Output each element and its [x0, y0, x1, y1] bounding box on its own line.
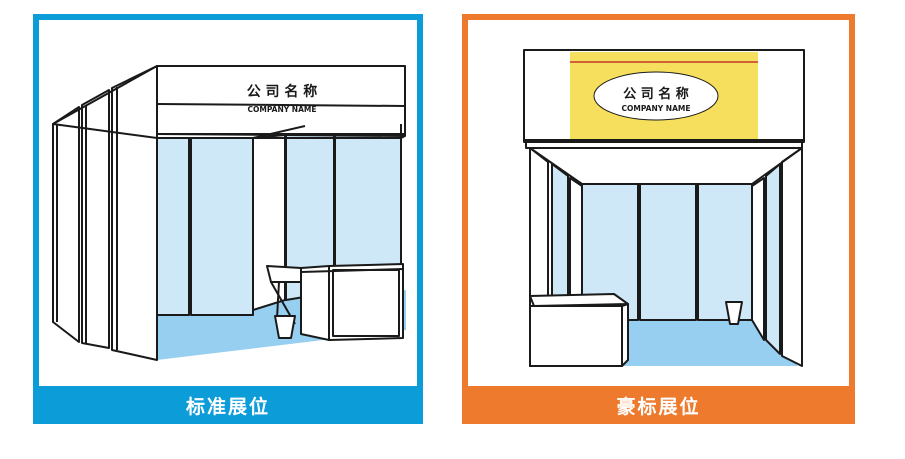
wastebasket — [725, 301, 743, 325]
right-wall-panel — [751, 177, 765, 341]
left-wall-panel — [81, 89, 110, 349]
luxury-booth-illustration: 公 司 名 称 COMPANY NAME — [523, 49, 805, 367]
fascia-company-name-en: COMPANY NAME — [248, 105, 317, 114]
counter-front — [328, 263, 404, 341]
back-panel — [639, 183, 697, 321]
counter-front — [529, 305, 623, 367]
left-wall-panel — [52, 106, 80, 343]
standard-booth-illustration: 公 司 名 称 COMPANY NAME — [52, 65, 406, 361]
banner-company-name-cn: 公 司 名 称 — [623, 86, 689, 102]
chair — [266, 265, 302, 283]
banner-company-name-en: COMPANY NAME — [622, 104, 691, 113]
right-wall-panel — [781, 147, 803, 367]
left-wall-panel — [111, 65, 158, 361]
standard-booth-label: 标准展位 — [33, 386, 423, 424]
fascia-company-name-cn: 公 司 名 称 — [247, 83, 318, 100]
standard-booth-card: 公 司 名 称 COMPANY NAME 标准展位 — [33, 14, 423, 424]
counter-top — [529, 293, 629, 307]
back-panel — [156, 137, 190, 316]
luxury-booth-card: 公 司 名 称 COMPANY NAME 豪标展位 — [462, 14, 855, 424]
right-wall-panel — [765, 163, 781, 355]
back-panel — [697, 183, 753, 321]
back-panel — [190, 137, 254, 316]
counter-side — [300, 265, 330, 341]
luxury-booth-label: 豪标展位 — [462, 386, 855, 424]
banner-oval — [593, 71, 719, 121]
wastebasket — [274, 315, 296, 339]
side-panel — [252, 134, 286, 311]
counter-side — [621, 303, 629, 367]
fascia-board — [156, 65, 406, 135]
